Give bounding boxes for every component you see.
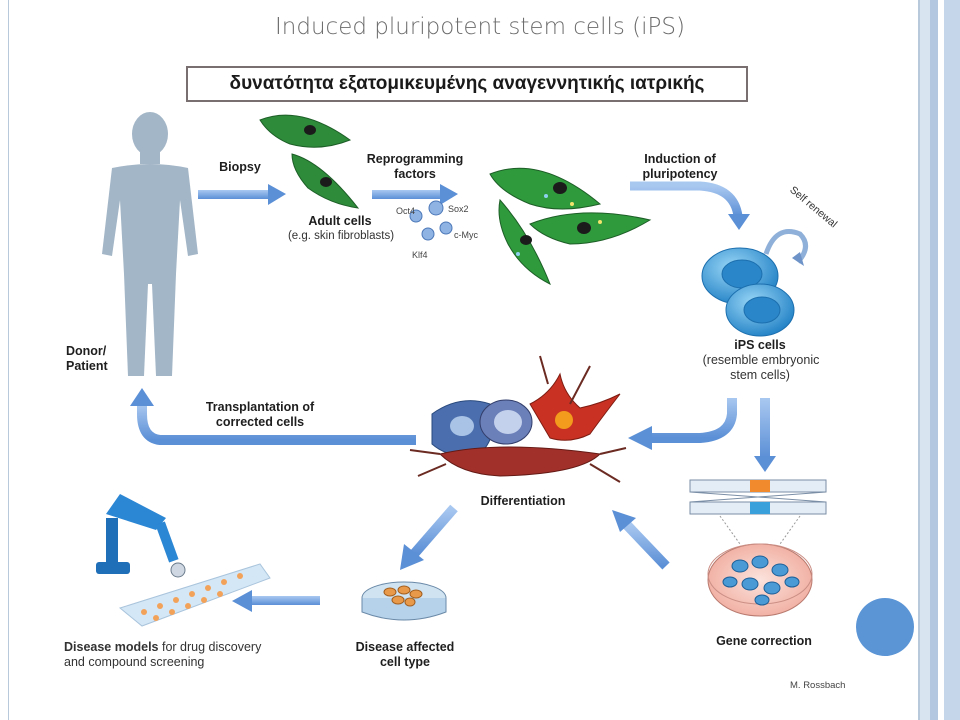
factor-sox2: Sox2: [448, 204, 469, 214]
to-differentiation-arrow: [628, 398, 737, 450]
biopsy-arrow: [198, 184, 286, 205]
reprogramming-factors-label: factors: [394, 167, 436, 181]
differentiated-cells-icon: [409, 355, 627, 483]
to-disease-cell-arrow: [400, 504, 458, 570]
ips-cells-desc-1: (resemble embryonic: [702, 353, 820, 367]
self-renewal-arrow-icon: [763, 229, 808, 266]
person-silhouette-icon: [102, 112, 198, 376]
factor-klf4: Klf4: [412, 250, 428, 260]
reprogrammed-cells-icon: [489, 167, 652, 286]
robotic-screening-icon: [96, 494, 271, 627]
factor-cmyc: c-Myc: [454, 230, 478, 240]
slide-title: Induced pluripotent stem cells (iPS): [275, 14, 685, 40]
reprogramming-factors-icon: [409, 200, 453, 241]
slide-frame: [8, 0, 920, 720]
induction-label: Induction of: [644, 152, 716, 166]
dna-correction-icon: [689, 479, 827, 545]
correction-to-differentiation-arrow: [612, 510, 670, 570]
to-gene-correction-arrow: [754, 398, 776, 472]
disease-affected-label: Disease affected: [355, 640, 455, 654]
diagram-graphics: [96, 112, 827, 627]
ips-cycle-diagram: Biopsy Adult cells (e.g. skin fibroblast…: [60, 104, 870, 704]
patient-label: Patient: [66, 359, 108, 373]
ips-cells-icon: [701, 247, 795, 337]
to-disease-models-arrow: [232, 590, 320, 612]
adult-cells-label: Adult cells: [308, 214, 372, 228]
ips-cells-desc-2: stem cells): [730, 368, 790, 382]
induction-arrow: [630, 181, 750, 230]
decorative-stripes: [920, 0, 960, 720]
factor-oct4: Oct4: [396, 206, 416, 216]
credit-label: M. Rossbach: [790, 680, 846, 691]
cell-type-label: cell type: [379, 655, 431, 669]
gene-correction-label: Gene correction: [716, 634, 812, 648]
subtitle-box: δυνατότητα εξατομικευμένης αναγεννητικής…: [186, 66, 748, 102]
disease-models-bold: Disease models: [64, 640, 159, 654]
biopsy-label: Biopsy: [219, 160, 261, 174]
donor-label: Donor/: [66, 344, 107, 358]
compound-screening-label: and compound screening: [64, 655, 205, 669]
disease-models-label: Disease models for drug discovery: [64, 640, 290, 655]
transplantation-label: Transplantation of: [205, 400, 315, 414]
transplantation-arrow: [130, 388, 416, 445]
fibroblast-cells-icon: [259, 114, 360, 209]
differentiation-label: Differentiation: [480, 494, 566, 508]
reprogramming-arrow: [372, 184, 458, 205]
disease-cell-dish-icon: [361, 581, 447, 621]
adult-cells-example: (e.g. skin fibroblasts): [287, 230, 395, 242]
ips-cells-label: iPS cells: [734, 338, 786, 352]
disease-models-rest: for drug discovery: [158, 640, 262, 654]
reprogramming-label: Reprogramming: [366, 152, 464, 166]
decorative-circle: [856, 598, 914, 656]
pluripotency-label: pluripotency: [642, 167, 718, 181]
corrected-cells-label: corrected cells: [215, 415, 305, 429]
petri-dish-icon: [707, 543, 813, 617]
